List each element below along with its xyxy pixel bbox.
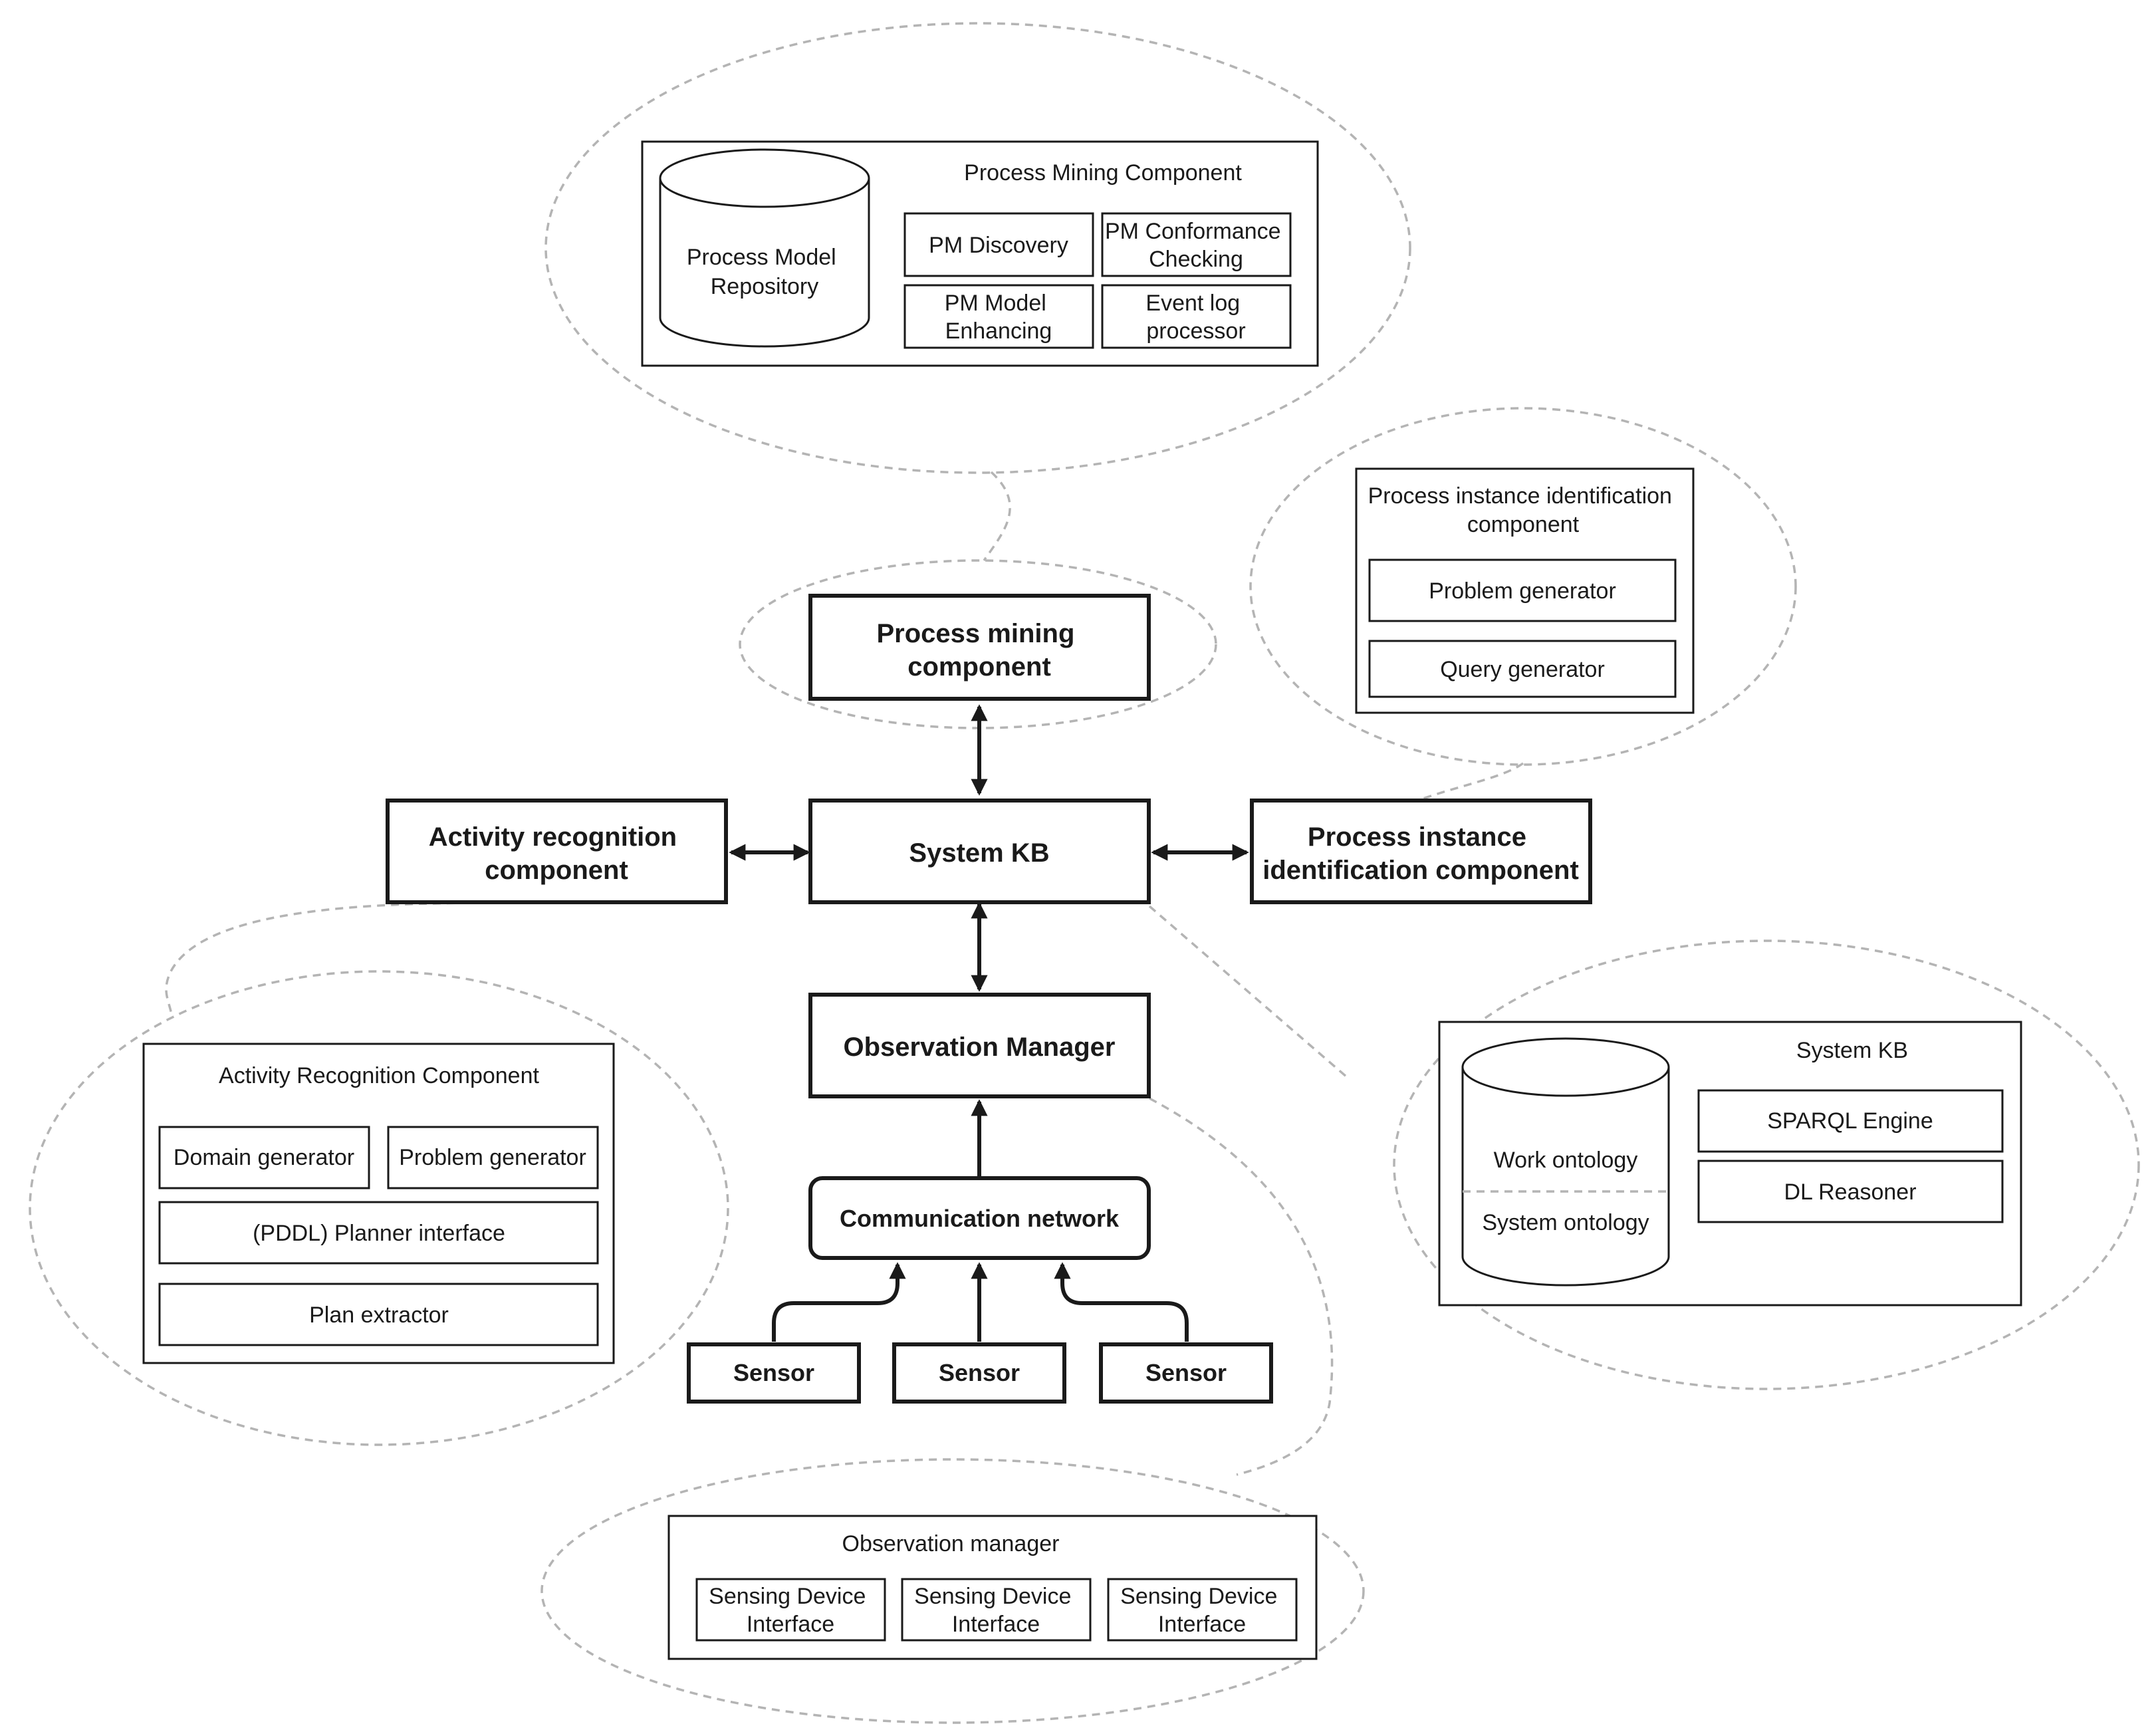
pi-problem-generator-label: Problem generator — [1429, 578, 1616, 604]
callout-outlines — [29, 22, 2140, 1724]
process-mining-node: Process mining component — [808, 594, 1151, 701]
plan-extractor-label: Plan extractor — [309, 1302, 449, 1328]
dl-reasoner-label: DL Reasoner — [1784, 1179, 1916, 1205]
ar-problem-generator-label: Problem generator — [399, 1145, 586, 1170]
system-kb-node: System KB — [808, 799, 1151, 904]
pi-problem-generator-box — [1368, 558, 1677, 622]
ar-problem-generator-box — [387, 1126, 599, 1189]
process-mining-detail: Process Mining Component Process Model R… — [641, 140, 1319, 367]
process-instance-node-label: Process instance identification componen… — [1262, 822, 1579, 885]
sensor-node-1: Sensor — [687, 1342, 861, 1404]
activity-recognition-node-label: Activity recognition component — [429, 822, 685, 885]
activity-recognition-detail-title: Activity Recognition Component — [219, 1063, 539, 1088]
process-mining-connector — [983, 471, 1011, 562]
event-log-processor-label: Event log processor — [1145, 291, 1246, 344]
system-ontology-label: System ontology — [1482, 1210, 1649, 1235]
pi-query-generator-box — [1368, 640, 1677, 698]
sparql-engine-box — [1697, 1089, 2004, 1153]
process-model-repository-label: Process Model Repository — [687, 245, 842, 299]
system-kb-detail: System KB Work ontology System ontology … — [1438, 1021, 2022, 1306]
arrow-sensor-1-to-network — [772, 1262, 906, 1342]
system-kb-detail-callout — [1393, 939, 2140, 1390]
system-kb-connector — [1148, 905, 1348, 1078]
sensing-device-interface-box-1 — [695, 1578, 886, 1642]
activity-recognition-node: Activity recognition component — [386, 799, 728, 904]
process-model-repository-cylinder: Process Model Repository — [659, 148, 870, 348]
process-instance-detail: Process instance identification componen… — [1355, 467, 1695, 714]
observation-manager-detail-title: Observation manager — [842, 1531, 1060, 1556]
communication-network-node: Communication network — [808, 1176, 1151, 1260]
observation-manager-detail: Observation manager Sensing Device Inter… — [667, 1515, 1318, 1660]
process-instance-node: Process instance identification componen… — [1250, 799, 1592, 904]
pm-model-enhancing-box — [903, 284, 1094, 349]
process-instance-detail-title: Process instance identification componen… — [1368, 483, 1679, 537]
work-ontology-label: Work ontology — [1494, 1148, 1638, 1173]
sensing-device-interface-label-2: Sensing Device Interface — [914, 1584, 1078, 1637]
sensor-label-2: Sensor — [939, 1359, 1020, 1386]
ar-domain-generator-label: Domain generator — [174, 1145, 354, 1170]
sensor-label-3: Sensor — [1145, 1359, 1227, 1386]
event-log-processor-box — [1101, 284, 1292, 349]
sparql-engine-label: SPARQL Engine — [1767, 1108, 1933, 1134]
pm-conformance-checking-box — [1101, 212, 1292, 277]
sensor-label-1: Sensor — [733, 1359, 814, 1386]
system-kb-detail-title: System KB — [1796, 1038, 1908, 1063]
sensor-node-3: Sensor — [1099, 1342, 1273, 1404]
pm-discovery-label: PM Discovery — [929, 233, 1068, 258]
pm-conformance-checking-label: PM Conformance Checking — [1105, 219, 1287, 272]
planner-interface-box — [158, 1201, 599, 1265]
main-components: Process mining component System KB Activ… — [386, 594, 1592, 1404]
observation-manager-detail-callout — [540, 1458, 1365, 1724]
process-mining-detail-callout — [544, 22, 1411, 474]
process-instance-detail-callout — [1249, 407, 1797, 766]
sensing-device-interface-label-1: Sensing Device Interface — [709, 1584, 872, 1637]
sensing-device-interface-box-2 — [901, 1578, 1092, 1642]
planner-interface-label: (PDDL) Planner interface — [253, 1221, 505, 1246]
pi-query-generator-label: Query generator — [1440, 657, 1605, 682]
activity-recognition-detail: Activity Recognition Component Domain ge… — [142, 1043, 615, 1364]
ar-domain-generator-box — [158, 1126, 370, 1189]
activity-recognition-detail-callout — [29, 970, 729, 1446]
process-instance-connector — [1419, 762, 1524, 801]
arrow-sensor-3-to-network — [1054, 1262, 1189, 1342]
process-mining-node-label: Process mining component — [877, 619, 1082, 682]
plan-extractor-box — [158, 1283, 599, 1346]
observation-manager-connector — [1149, 1097, 1334, 1476]
dl-reasoner-box — [1697, 1160, 2004, 1223]
observation-manager-node: Observation Manager — [808, 993, 1151, 1098]
observation-manager-node-label: Observation Manager — [843, 1033, 1115, 1062]
sensing-device-interface-box-3 — [1107, 1578, 1298, 1642]
process-mining-detail-title: Process Mining Component — [964, 160, 1242, 186]
system-kb-node-label: System KB — [909, 838, 1049, 868]
pm-model-enhancing-label: PM Model Enhancing — [945, 291, 1053, 344]
connector-arrows — [729, 704, 1249, 1342]
ontology-store-cylinder: Work ontology System ontology — [1461, 1037, 1670, 1287]
pm-discovery-box — [903, 212, 1094, 277]
sensing-device-interface-label-3: Sensing Device Interface — [1120, 1584, 1284, 1637]
sensor-node-2: Sensor — [892, 1342, 1066, 1404]
communication-network-node-label: Communication network — [840, 1205, 1120, 1232]
activity-recognition-connector — [165, 902, 469, 1015]
